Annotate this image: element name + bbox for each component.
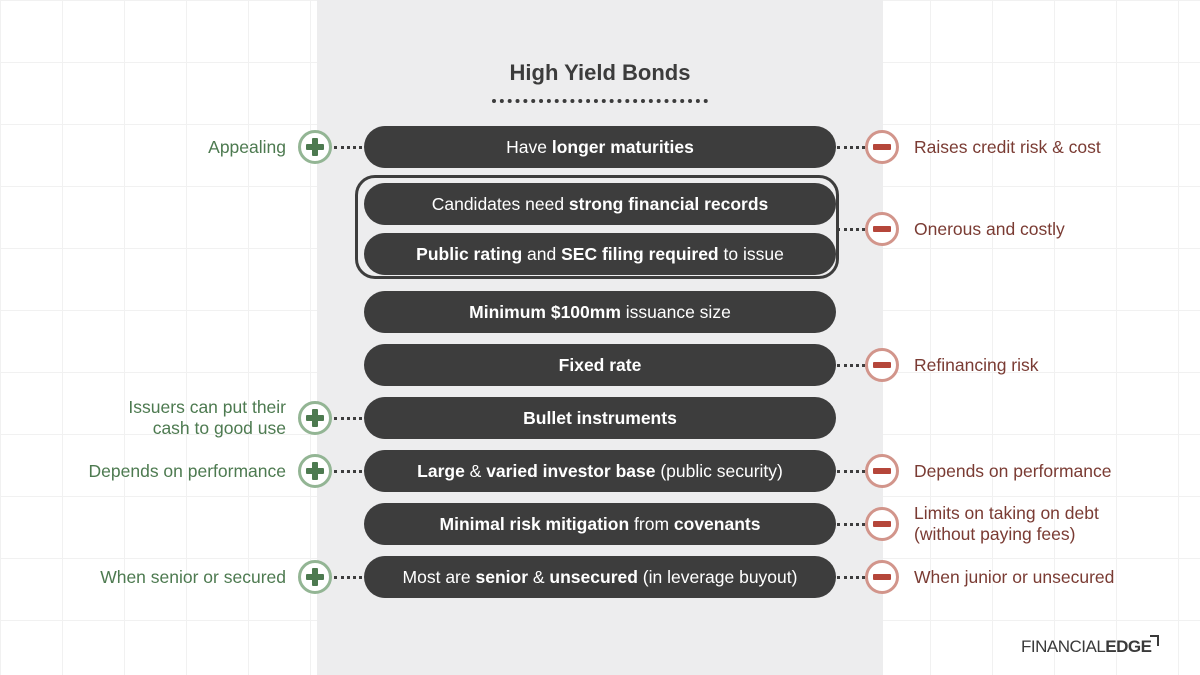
pill-text: Candidates need (431, 193, 569, 214)
pill-text: to issue (718, 243, 784, 264)
plus-icon (298, 130, 332, 164)
group-con-label: Onerous and costly (914, 218, 1065, 239)
con-label: Refinancing risk (914, 354, 1039, 375)
pill-text: & (464, 460, 487, 481)
pill-text: (in leverage buyout) (637, 566, 798, 587)
pro-connector-dots (334, 146, 362, 149)
con-label: Raises credit risk & cost (914, 136, 1101, 157)
row-pill: Minimum $100mm issuance size (364, 291, 836, 333)
pill-text: SEC filing required (561, 243, 719, 264)
pill-text: (public security) (655, 460, 783, 481)
pill-text: covenants (673, 513, 761, 534)
con-connector-dots (837, 470, 865, 473)
minus-icon (865, 212, 899, 246)
con-connector-dots (837, 576, 865, 579)
pill-text: varied investor base (486, 460, 656, 481)
pill-text: Fixed rate (558, 354, 642, 375)
pill-text: Public rating (416, 243, 523, 264)
pro-connector-dots (334, 470, 362, 473)
minus-icon (865, 507, 899, 541)
row-pill: Candidates need strong financial records (364, 183, 836, 225)
row-pill: Most are senior & unsecured (in leverage… (364, 556, 836, 598)
pill-text: Minimum $100mm (469, 301, 621, 322)
pill-text: unsecured (549, 566, 638, 587)
pro-label: Issuers can put their cash to good use (128, 397, 286, 438)
plus-icon (298, 401, 332, 435)
con-connector-dots (837, 523, 865, 526)
pro-label: Depends on performance (88, 460, 286, 481)
minus-icon (865, 348, 899, 382)
con-connector-dots (837, 364, 865, 367)
pro-label: Appealing (208, 136, 286, 157)
plus-icon (298, 454, 332, 488)
row-pill: Bullet instruments (364, 397, 836, 439)
pill-text: senior (475, 566, 529, 587)
pill-text: issuance size (620, 301, 731, 322)
row-pill: Minimal risk mitigation from covenants (364, 503, 836, 545)
pro-connector-dots (334, 576, 362, 579)
pill-text: and (522, 243, 562, 264)
con-label: When junior or unsecured (914, 566, 1115, 587)
con-connector-dots (837, 228, 865, 231)
pro-connector-dots (334, 417, 362, 420)
grouped-rows-box (355, 175, 839, 279)
pill-text: Minimal risk mitigation (439, 513, 630, 534)
plus-icon (298, 560, 332, 594)
pill-text: & (528, 566, 550, 587)
logo-corner-mark (1150, 635, 1159, 646)
con-label: Limits on taking on debt (without paying… (914, 503, 1099, 544)
logo-financial-text: FINANCIAL (1021, 637, 1106, 656)
pill-text: strong financial records (568, 193, 769, 214)
row-pill: Large & varied investor base (public sec… (364, 450, 836, 492)
pill-text: Large (417, 460, 465, 481)
pro-label: When senior or secured (100, 566, 286, 587)
minus-icon (865, 130, 899, 164)
row-pill: Have longer maturities (364, 126, 836, 168)
pill-text: longer maturities (551, 136, 694, 157)
con-label: Depends on performance (914, 460, 1112, 481)
minus-icon (865, 560, 899, 594)
minus-icon (865, 454, 899, 488)
logo-edge-text: EDGE (1105, 637, 1152, 656)
con-connector-dots (837, 146, 865, 149)
title-underline (492, 99, 708, 103)
pill-text: Most are (402, 566, 476, 587)
financial-edge-logo: FINANCIALEDGE (1021, 637, 1152, 657)
row-pill: Fixed rate (364, 344, 836, 386)
pill-text: Have (506, 136, 552, 157)
pill-text: from (629, 513, 674, 534)
row-pill: Public rating and SEC filing required to… (364, 233, 836, 275)
diagram-title: High Yield Bonds (509, 60, 691, 85)
pill-text: Bullet instruments (523, 407, 677, 428)
